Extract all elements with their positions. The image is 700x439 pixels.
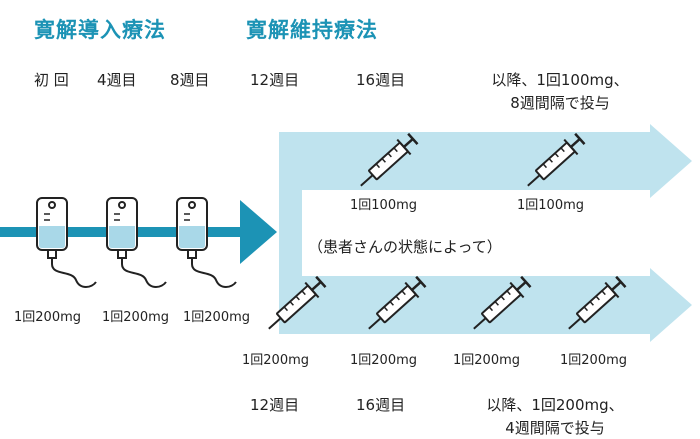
timeline-thereafter-bottom: 以降、1回200mg、 4週間隔で投与: [460, 394, 650, 438]
thereafter-top-line2: 8週間隔で投与: [510, 94, 610, 112]
lower-dose-label: 1回200mg: [350, 353, 417, 368]
timeline-week4: 4週目: [97, 71, 137, 89]
upper-branch-arrow: [279, 124, 692, 300]
lower-dose-label: 1回200mg: [453, 353, 520, 368]
timeline-thereafter-top: 以降、1回100mg、 8週間隔で投与: [470, 69, 650, 113]
timeline-week12-bottom: 12週目: [250, 396, 300, 414]
lower-dose-label: 1回200mg: [242, 353, 309, 368]
lower-dose-label: 1回200mg: [560, 353, 627, 368]
thereafter-top-line1: 以降、1回100mg、: [491, 71, 629, 89]
upper-dose-label: 1回100mg: [350, 198, 417, 213]
iv-dose-label: 1回200mg: [183, 310, 250, 325]
timeline-initial: 初 回: [34, 71, 69, 89]
iv-bag-icon: [106, 197, 167, 288]
iv-dose-label: 1回200mg: [14, 310, 81, 325]
maintenance-phase-title: 寛解維持療法: [246, 18, 378, 42]
upper-dose-label: 1回100mg: [517, 198, 584, 213]
iv-dose-label: 1回200mg: [102, 310, 169, 325]
iv-bag-icon: [176, 197, 237, 288]
timeline-week16-top: 16週目: [356, 71, 406, 89]
induction-phase-title: 寛解導入療法: [34, 18, 166, 42]
thereafter-bottom-line2: 4週間隔で投与: [505, 419, 605, 437]
branch-condition-note: （患者さんの状態によって）: [308, 238, 502, 256]
timeline-week16-bottom: 16週目: [356, 396, 406, 414]
iv-bag-icon: [36, 197, 97, 288]
thereafter-bottom-line1: 以降、1回200mg、: [486, 396, 624, 414]
lower-branch-arrow: [279, 268, 692, 342]
timeline-week12-top: 12週目: [250, 71, 300, 89]
timeline-week8: 8週目: [170, 71, 210, 89]
induction-arrow: [0, 200, 277, 264]
